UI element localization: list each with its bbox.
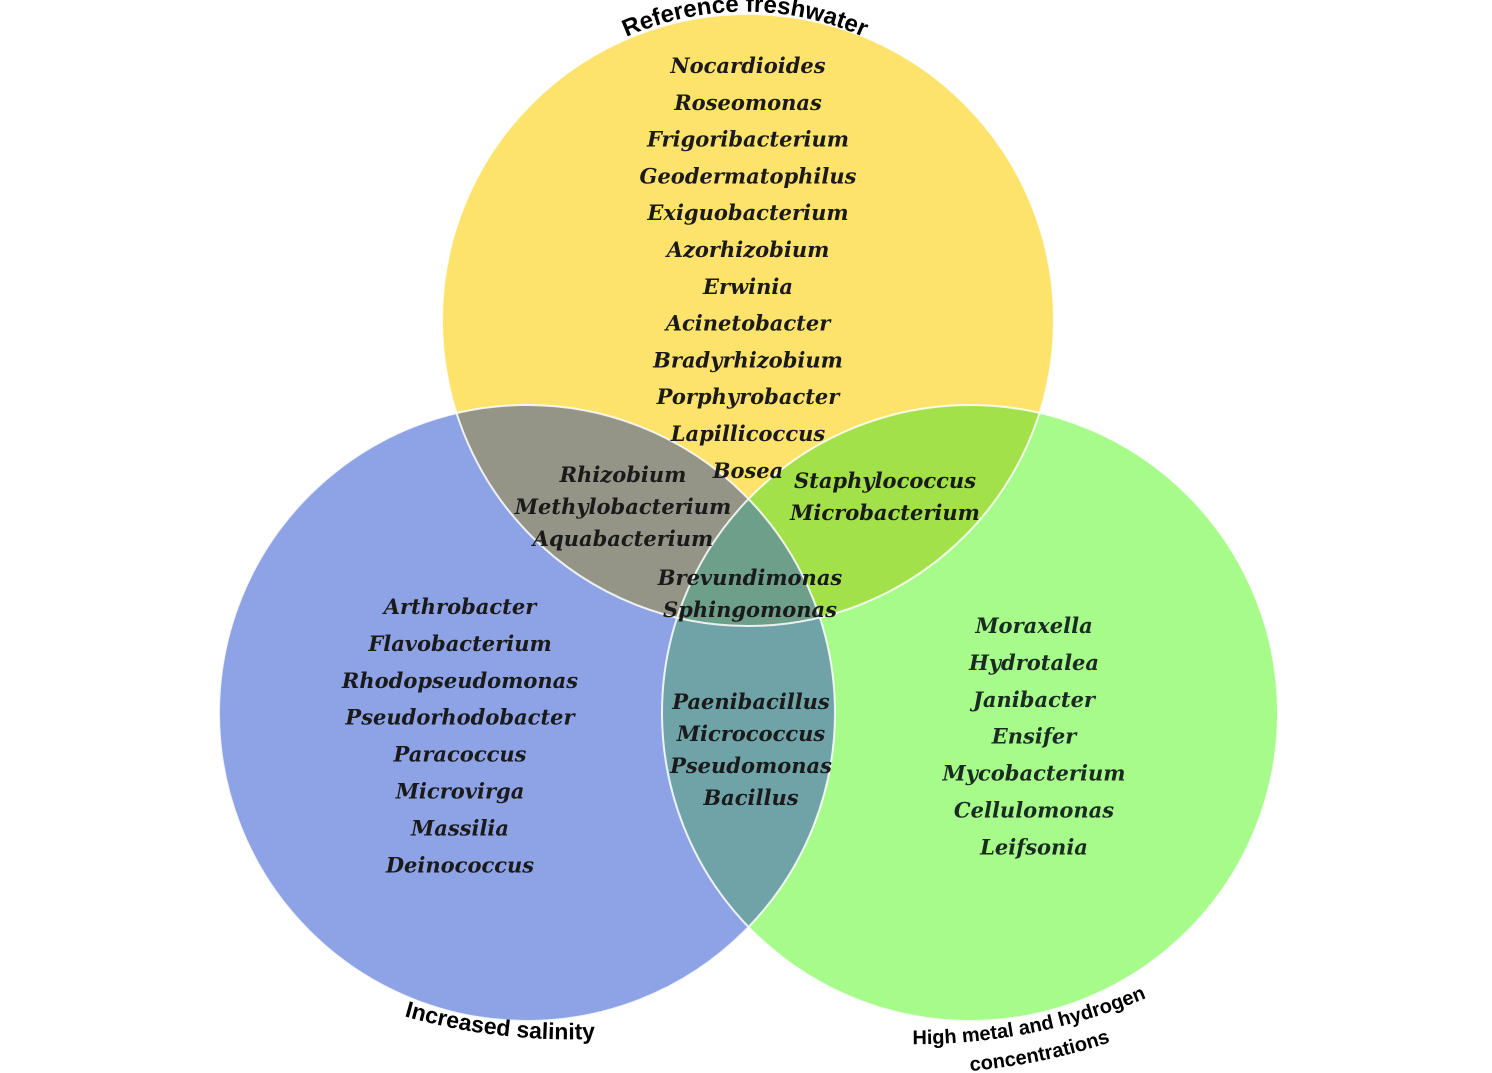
genus-label: Microbacterium: [789, 500, 980, 525]
genus-label: Moraxella: [974, 613, 1092, 638]
salinity-metal-genus-list: PaenibacillusMicrococcusPseudomonasBacil…: [669, 689, 832, 810]
genus-label: Bosea: [712, 458, 784, 483]
genus-label: Hydrotalea: [968, 650, 1099, 675]
genus-label: Lapillicoccus: [670, 421, 826, 446]
genus-label: Paracoccus: [393, 742, 527, 767]
genus-label: Deinococcus: [385, 852, 534, 877]
genus-label: Rhodopseudomonas: [341, 668, 578, 693]
genus-label: Paenibacillus: [671, 689, 830, 714]
metal-circle-outline: [661, 404, 1279, 1022]
reference-salinity-overlap: [442, 405, 835, 626]
genus-label: Aquabacterium: [531, 526, 714, 551]
genus-label: Microvirga: [395, 779, 525, 804]
genus-label: Pseudomonas: [669, 753, 832, 778]
reference-circle-outline: [441, 13, 1055, 627]
genus-label: Rhizobium: [559, 462, 687, 487]
genus-label: Geodermatophilus: [640, 163, 857, 188]
genus-label: Mycobacterium: [942, 761, 1126, 786]
genus-label: Nocardioides: [669, 53, 825, 78]
genus-label: Massilia: [410, 815, 509, 840]
genus-label: Leifsonia: [979, 834, 1088, 859]
genus-label: Ensifer: [991, 724, 1078, 749]
genus-label: Janibacter: [969, 687, 1097, 712]
genus-label: Micrococcus: [676, 721, 826, 746]
genus-label: Arthrobacter: [382, 594, 539, 619]
genus-label: Bradyrhizobium: [652, 347, 843, 372]
salinity-circle-outline: [218, 404, 836, 1022]
genus-label: Erwinia: [702, 274, 793, 299]
genus-label: Pseudorhodobacter: [344, 705, 576, 730]
genus-label: Flavobacterium: [367, 631, 551, 656]
genus-label: Methylobacterium: [514, 494, 731, 519]
genus-label: Azorhizobium: [665, 237, 830, 262]
genus-label: Frigoribacterium: [646, 127, 849, 152]
genus-label: Staphylococcus: [794, 468, 976, 493]
reference-metal-overlap: [662, 405, 1054, 626]
genus-label: Roseomonas: [673, 90, 822, 115]
genus-label: Brevundimonas: [657, 565, 843, 590]
genus-label: Bacillus: [702, 785, 798, 810]
genus-label: Cellulomonas: [954, 798, 1114, 823]
genus-label: Acinetobacter: [664, 311, 833, 336]
metal-genus-list: MoraxellaHydrotaleaJanibacterEnsiferMyco…: [942, 613, 1126, 859]
genus-label: Porphyrobacter: [656, 384, 842, 409]
salinity-genus-list: ArthrobacterFlavobacteriumRhodopseudomon…: [341, 594, 578, 877]
genus-label: Exiguobacterium: [646, 200, 848, 225]
genus-label: Sphingomonas: [663, 597, 837, 622]
reference-genus-list: NocardioidesRoseomonasFrigoribacteriumGe…: [640, 53, 857, 483]
